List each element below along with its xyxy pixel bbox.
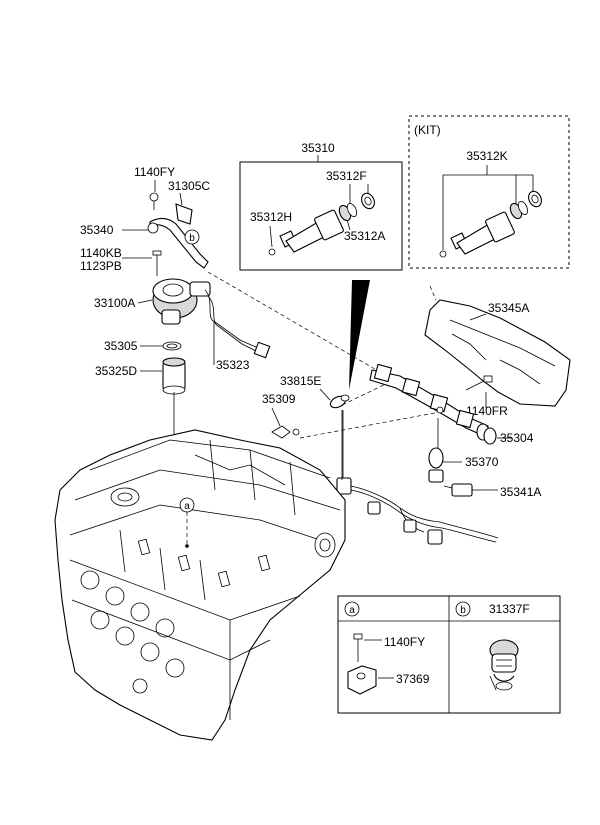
callout-35345A: 35345A [488,301,529,315]
kit-label: (KIT) [414,123,441,137]
callout-35305: 35305 [104,339,138,353]
label-35312A: 35312A [344,229,385,243]
kit-box: (KIT) 35312K [408,115,570,269]
marker-b-label: b [189,233,195,244]
callout-1140FY-top: 1140FY [134,165,175,179]
legend-b-circle [455,601,471,617]
bolt-icon [353,633,363,662]
legend-b-part: 31337F [489,602,530,616]
callout-35370: 35370 [465,455,499,469]
injector-icon [268,192,375,256]
legend-a-part-37369: 37369 [396,672,430,686]
callout-35304: 35304 [500,431,534,445]
callout-1123PB: 1123PB [80,259,122,273]
label-35312F: 35312F [326,169,367,183]
legend-a-key: a [349,605,355,616]
callout-31305C: 31305C [168,179,210,193]
legend-box: a b 31337F 1140FY 37369 [337,595,561,714]
legend-a-circle [344,601,360,617]
callout-1140FR: 1140FR [466,404,508,418]
injector-box-title: 35310 [301,141,335,155]
pointer-wedge [349,280,370,390]
callout-35309: 35309 [262,392,296,406]
injector-callout-box: 35310 35312F 35312H 35312A [239,141,403,271]
callout-33100A: 33100A [94,296,135,310]
marker-a-label: a [184,501,190,512]
bracket-icon [347,665,377,695]
kit-injector-icon [439,190,542,258]
callout-35323: 35323 [216,358,250,372]
callout-35325D: 35325D [95,364,137,378]
callout-35341A: 35341A [500,485,541,499]
fuel-rail-area: 33815E 35309 35345A 1140FR 35304 35370 3… [207,271,571,545]
marker-b-circle [184,229,200,245]
engine-block: a [54,392,346,741]
legend-b-key: b [460,605,466,616]
callout-33815E: 33815E [280,374,321,388]
legend-a-part-1140FY: 1140FY [384,635,425,649]
kit-title: 35312K [466,149,507,163]
callout-1140KB: 1140KB [80,246,122,260]
callout-35340: 35340 [80,223,114,237]
sensor-connector-icon [489,639,519,691]
pump-assembly: 1140FY 31305C 35340 1140KB 1123PB 33100A… [80,165,271,395]
label-35312H: 35312H [250,210,292,224]
